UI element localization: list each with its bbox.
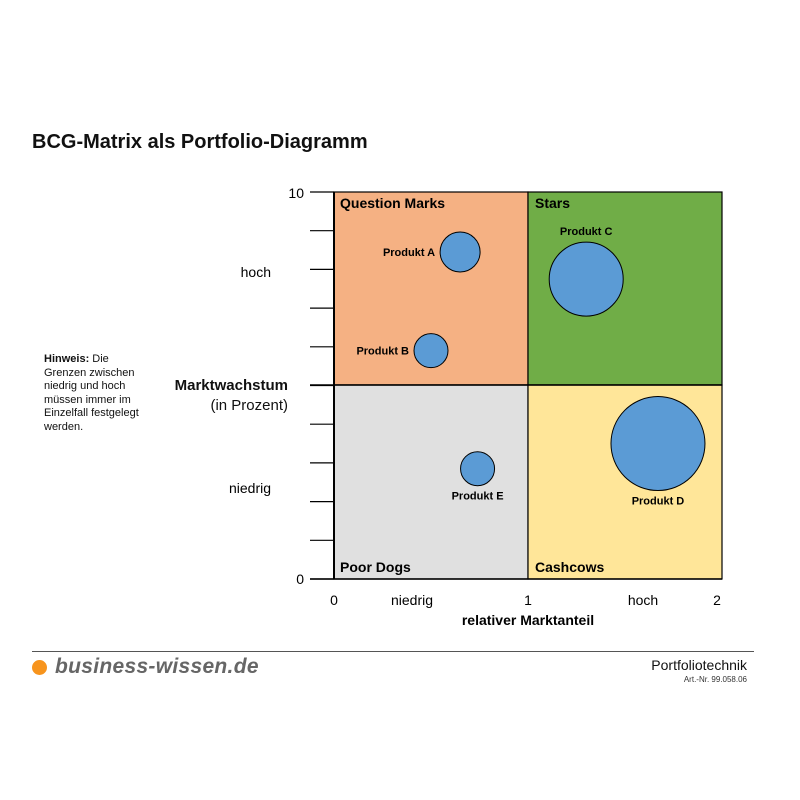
product-label: Produkt A [383, 247, 435, 259]
footer-info: Portfoliotechnik Art.-Nr. 99.058.06 [651, 657, 747, 684]
y-tick-0: 0 [296, 571, 304, 587]
label-question-marks: Question Marks [340, 195, 445, 211]
label-stars: Stars [535, 195, 570, 211]
footer-article: Art.-Nr. 99.058.06 [683, 675, 747, 684]
hint-label: Hinweis: [44, 353, 90, 365]
y-axis-subtitle: (in Prozent) [210, 397, 288, 414]
x-high-label: hoch [628, 592, 658, 608]
footer-topic: Portfoliotechnik [651, 657, 747, 673]
y-axis-title: Marktwachstum [174, 377, 288, 394]
x-tick-2: 2 [713, 592, 721, 608]
footer-divider [32, 651, 754, 652]
y-high-label: hoch [241, 264, 271, 280]
product-label: Produkt D [632, 496, 685, 508]
product-label: Produkt C [560, 226, 613, 238]
quadrant-poor-dogs [333, 384, 529, 580]
product-bubble [413, 333, 449, 369]
page-title: BCG-Matrix als Portfolio-Diagramm [32, 131, 368, 153]
x-tick-1: 1 [524, 592, 532, 608]
logo-dot-icon [32, 659, 47, 675]
product-bubble [610, 396, 706, 492]
y-axis-label: Marktwachstum (in Prozent) [150, 376, 288, 416]
hint-text: Die Grenzen zwischen niedrig und hoch mü… [44, 353, 139, 433]
logo: business-wissen.de [32, 655, 259, 679]
label-poor-dogs: Poor Dogs [340, 559, 411, 575]
product-label: Produkt B [356, 346, 409, 358]
product-bubble [548, 241, 624, 317]
y-low-label: niedrig [229, 480, 271, 496]
product-bubble [439, 231, 481, 273]
x-low-label: niedrig [391, 592, 433, 608]
logo-text: business-wissen.de [55, 655, 259, 678]
y-tick-10: 10 [288, 185, 304, 201]
product-bubble [460, 451, 496, 487]
x-tick-0: 0 [330, 592, 338, 608]
label-cashcows: Cashcows [535, 559, 604, 575]
product-bubbles: Produkt A Produkt B Produkt C Produkt D Prod… [356, 226, 706, 508]
x-axis-title: relativer Marktanteil [462, 612, 594, 628]
product-label: Produkt E [452, 491, 504, 503]
hint-note: Hinweis: Die Grenzen zwischen niedrig un… [44, 353, 154, 434]
